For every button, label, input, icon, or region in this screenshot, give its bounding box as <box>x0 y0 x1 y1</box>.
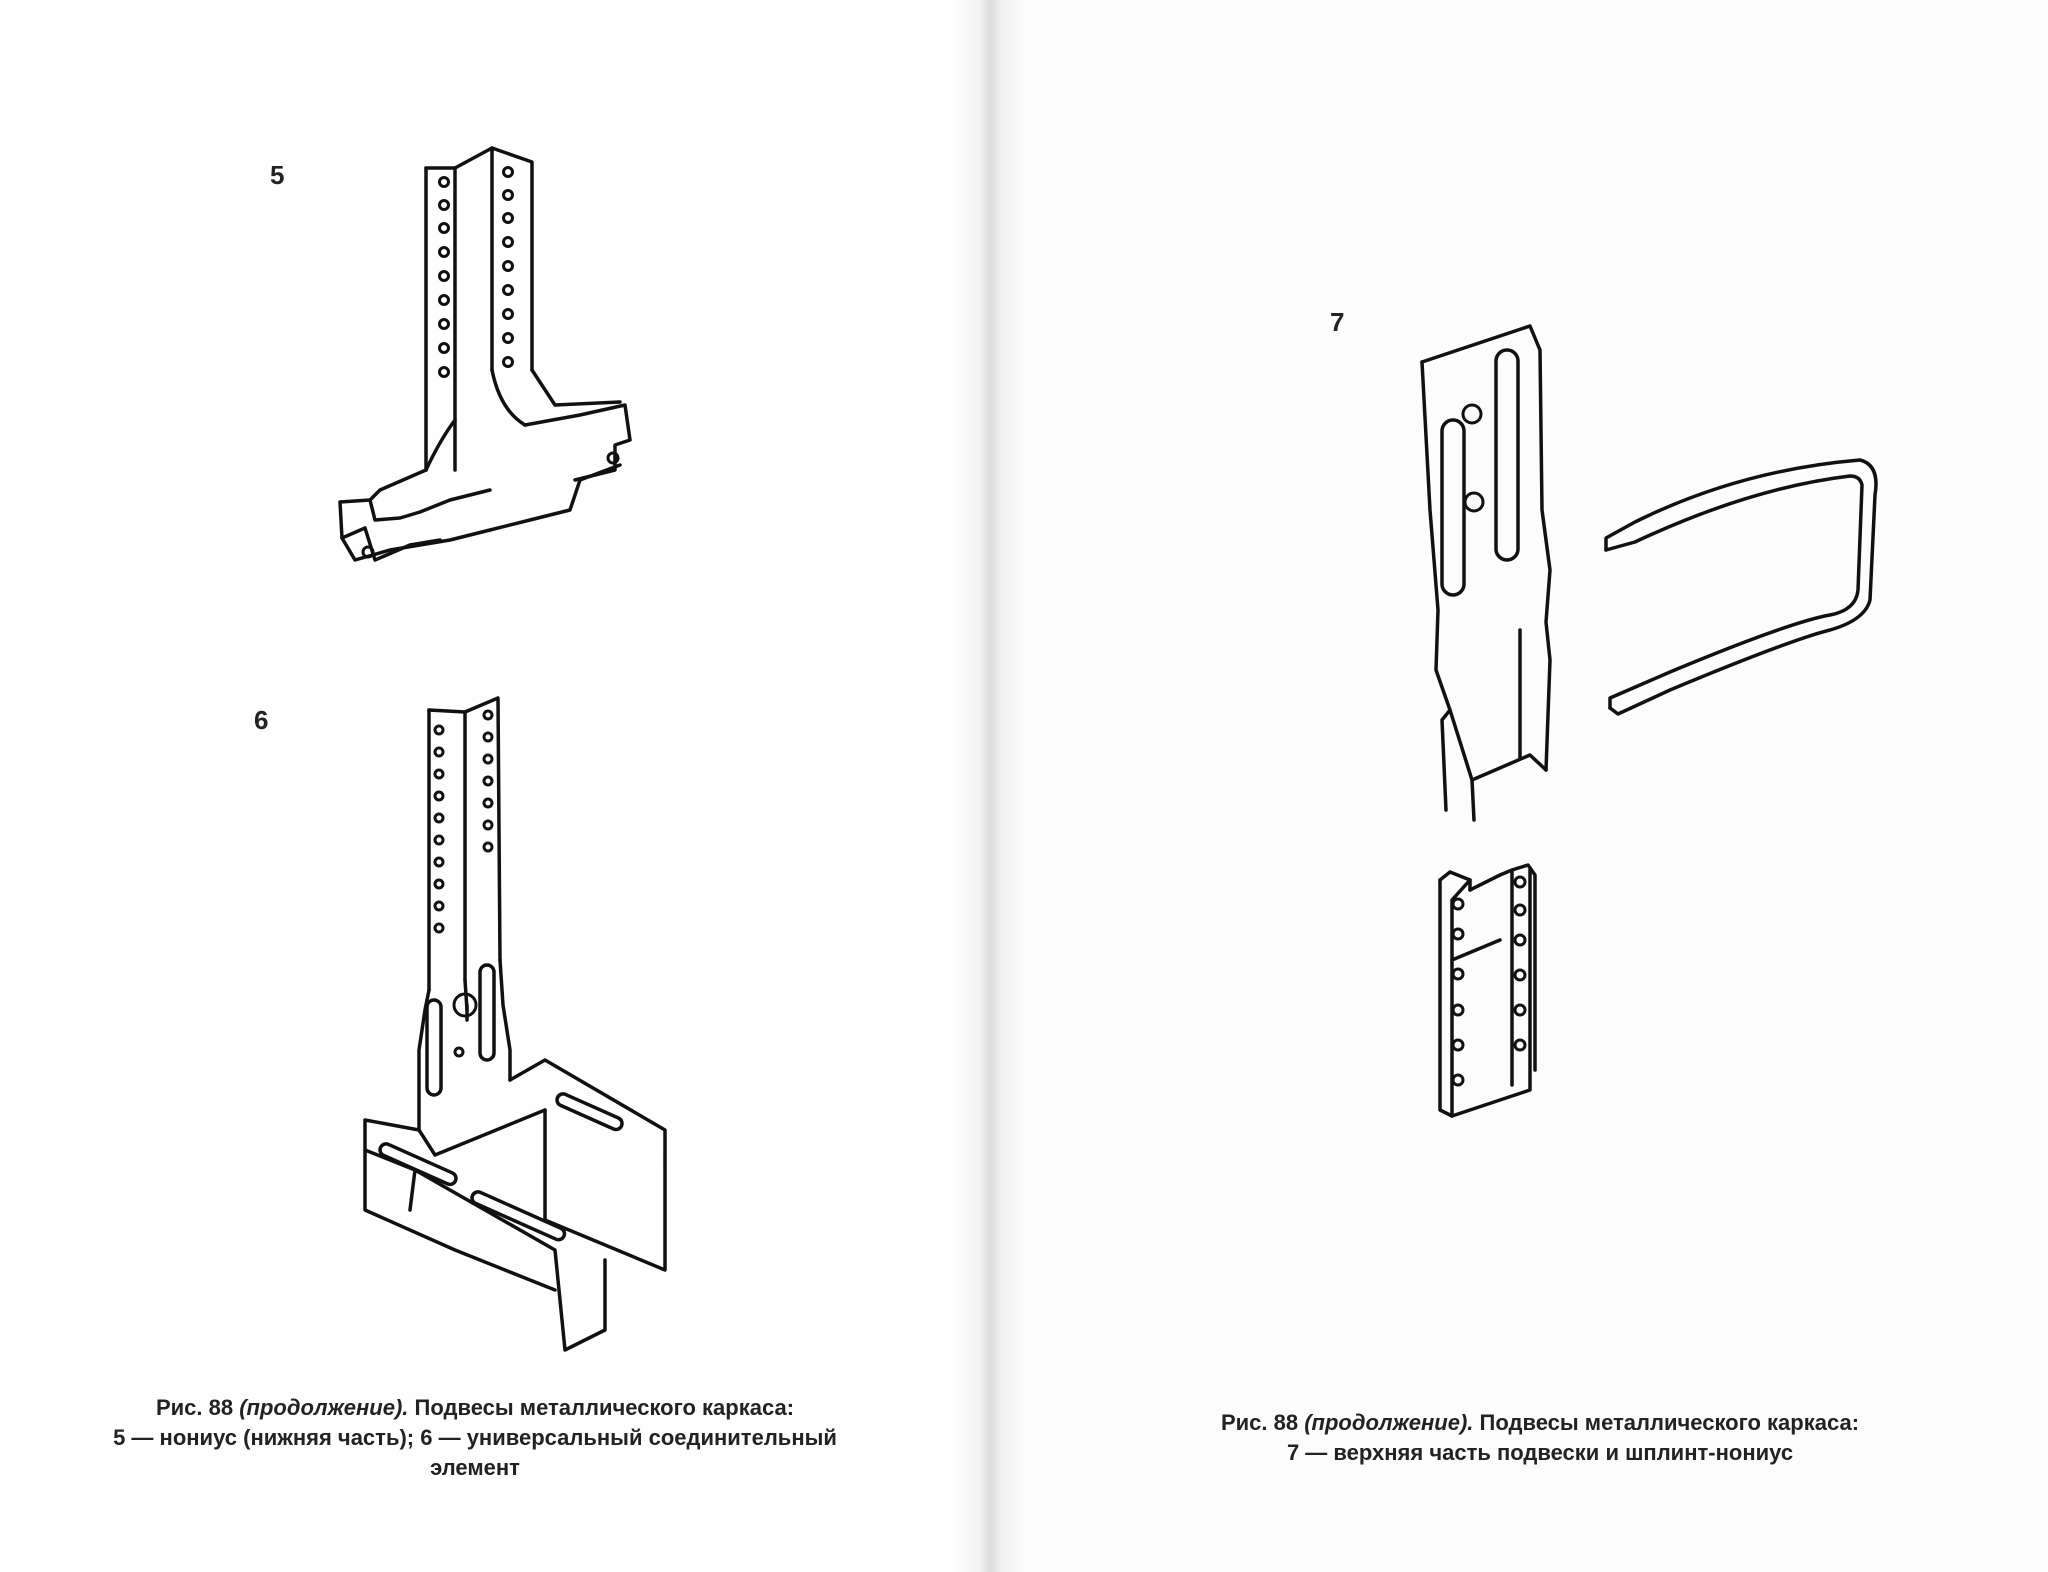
left-caption-line3: элемент <box>430 1455 520 1480</box>
book-fold <box>955 0 1025 1572</box>
figure-5-label: 5 <box>270 160 285 190</box>
right-page <box>990 0 2048 1572</box>
figure-6-connector-drawing <box>363 696 667 1352</box>
figure-7-hanger-drawing <box>1420 324 1878 1118</box>
left-page <box>0 0 990 1572</box>
right-figure-caption: Рис. 88 (продолжение). Подвесы металличе… <box>1140 1408 1940 1468</box>
right-caption-italic: (продолжение). <box>1304 1410 1474 1435</box>
right-caption-line1: Рис. 88 (продолжение). Подвесы металличе… <box>1140 1408 1940 1438</box>
left-caption-italic: (продолжение). <box>239 1395 409 1420</box>
figure-5-vernier-drawing <box>338 146 632 562</box>
left-caption-title: Подвесы металлического каркаса: <box>414 1395 795 1420</box>
figure-7-label: 7 <box>1330 307 1345 337</box>
right-caption-prefix: Рис. 88 <box>1220 1410 1299 1435</box>
left-caption-line2: 5 — нониус (нижняя часть); 6 — универсал… <box>113 1425 837 1450</box>
left-caption-line1: Рис. 88 (продолжение). Подвесы металличе… <box>60 1393 890 1423</box>
left-figure-caption: Рис. 88 (продолжение). Подвесы металличе… <box>60 1393 890 1483</box>
right-caption-title: Подвесы металлического каркаса: <box>1479 1410 1860 1435</box>
figure-6-label: 6 <box>254 705 269 735</box>
left-caption-prefix: Рис. 88 <box>155 1395 234 1420</box>
right-caption-line2: 7 — верхняя часть подвески и шплинт-нони… <box>1286 1440 1794 1465</box>
